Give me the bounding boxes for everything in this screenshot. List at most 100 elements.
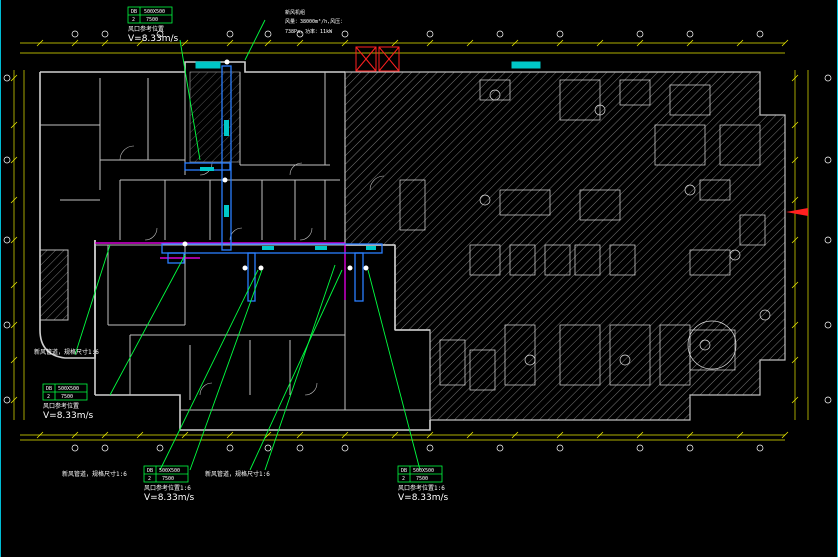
- table-cell: 2: [132, 17, 135, 23]
- furniture-round: [759, 309, 771, 321]
- furniture-block: [544, 244, 571, 276]
- furniture-block: [509, 244, 536, 276]
- dim-tick: [10, 281, 18, 289]
- furniture-block: [669, 84, 711, 116]
- table-cell: DB: [131, 9, 137, 15]
- dim-tick: [791, 74, 799, 82]
- furniture-block: [609, 324, 651, 386]
- table-cell: 500X500: [58, 386, 79, 392]
- grid-bubble: [556, 444, 564, 452]
- table-velocity: V=8.33m/s: [144, 493, 195, 503]
- fan-note-line3: 738Pa，功率：11kW: [285, 28, 333, 35]
- furniture-round: [699, 339, 711, 351]
- grid-bubble: [101, 444, 109, 452]
- table-caption: 风口参考位置: [43, 402, 79, 410]
- dim-tick: [101, 39, 109, 47]
- furniture-block: [619, 79, 651, 106]
- param-table-bottom-right: DB 500X500 2 7500 风口参考位置1:6 V=8.33m/s: [397, 465, 449, 503]
- table-cell: DB: [147, 468, 153, 474]
- furniture-block: [399, 179, 426, 231]
- grid-bubble: [496, 30, 504, 38]
- fan-note-line1: 新风机组: [285, 9, 305, 16]
- note-bottom-center: 新风管道，规格尺寸1:6: [205, 470, 270, 478]
- table-cell: 2: [47, 394, 50, 400]
- dim-tick: [791, 121, 799, 129]
- grid-bubble: [71, 444, 79, 452]
- furniture-block: [739, 214, 766, 246]
- dim-tick: [791, 236, 799, 244]
- dim-tick: [264, 431, 272, 439]
- dim-tick: [466, 39, 474, 47]
- furniture-outlines: [399, 79, 771, 391]
- dimension-left: [13, 70, 25, 420]
- dim-tick: [10, 121, 18, 129]
- dim-tick: [36, 431, 44, 439]
- grid-bubble: [824, 321, 832, 329]
- furniture-block: [559, 79, 601, 121]
- grid-bubble: [3, 236, 11, 244]
- table-cell: DB: [46, 386, 52, 392]
- elevator-shafts: [355, 46, 400, 72]
- furniture-block: [689, 329, 736, 371]
- dim-tick: [264, 39, 272, 47]
- grid-bubble: [156, 30, 164, 38]
- grid-bubble: [636, 30, 644, 38]
- hatched-stair-left: [39, 249, 69, 321]
- dim-tick: [341, 431, 349, 439]
- dim-tick: [426, 39, 434, 47]
- door-swings: [119, 145, 385, 396]
- grid-bubble: [686, 30, 694, 38]
- vent-units-top: [195, 61, 541, 69]
- dim-tick: [296, 39, 304, 47]
- furniture-round: [729, 249, 741, 261]
- hatched-core: [189, 71, 241, 163]
- note-bottom-left: 新风管道，规格尺寸1:6: [62, 470, 127, 478]
- table-cell: 500X500: [413, 468, 434, 474]
- grid-bubble: [824, 396, 832, 404]
- dim-tick: [636, 39, 644, 47]
- round-meeting-room: [687, 320, 737, 370]
- table-cell: 7500: [146, 17, 158, 23]
- grid-bubble: [824, 156, 832, 164]
- furniture-block: [609, 244, 636, 276]
- table-cell: 7500: [416, 476, 428, 482]
- dim-tick: [296, 431, 304, 439]
- note-left-stair: 新风管道，规格尺寸1:6: [34, 348, 99, 356]
- dim-tick: [426, 431, 434, 439]
- dim-tick: [10, 156, 18, 164]
- dim-tick: [71, 39, 79, 47]
- dim-tick: [136, 431, 144, 439]
- grid-axis-bubbles: [3, 30, 832, 452]
- dim-tick: [10, 236, 18, 244]
- dim-tick: [226, 39, 234, 47]
- dim-tick: [686, 39, 694, 47]
- grid-bubble: [264, 30, 272, 38]
- table-velocity: V=8.33m/s: [398, 493, 449, 503]
- grid-bubble: [556, 30, 564, 38]
- param-table-top-left: DB 500X500 2 7500 风口参考位置 V=8.33m/s: [127, 6, 179, 44]
- furniture-block: [469, 244, 501, 276]
- dim-tick: [181, 39, 189, 47]
- table-caption: 风口参考位置: [128, 25, 164, 33]
- dim-tick: [511, 431, 519, 439]
- dimension-bottom: [20, 434, 785, 441]
- furniture-block: [719, 124, 761, 166]
- grid-bubble: [3, 396, 11, 404]
- dim-tick: [791, 156, 799, 164]
- grid-bubble: [226, 30, 234, 38]
- table-cell: 7500: [61, 394, 73, 400]
- grid-bubble: [426, 30, 434, 38]
- table-cell: 2: [402, 476, 405, 482]
- dim-tick: [791, 356, 799, 364]
- grid-bubble: [296, 30, 304, 38]
- dim-tick: [596, 431, 604, 439]
- fan-unit-note: 新风机组 风量：38000m³/h,风压： 738Pa，功率：11kW: [285, 9, 345, 35]
- dim-tick: [10, 196, 18, 204]
- grid-bubble: [426, 444, 434, 452]
- air-duct-network: [161, 65, 383, 302]
- duct-diffusers: [182, 59, 369, 271]
- grid-bubble: [824, 74, 832, 82]
- furniture-block: [654, 124, 706, 166]
- grid-bubble: [3, 156, 11, 164]
